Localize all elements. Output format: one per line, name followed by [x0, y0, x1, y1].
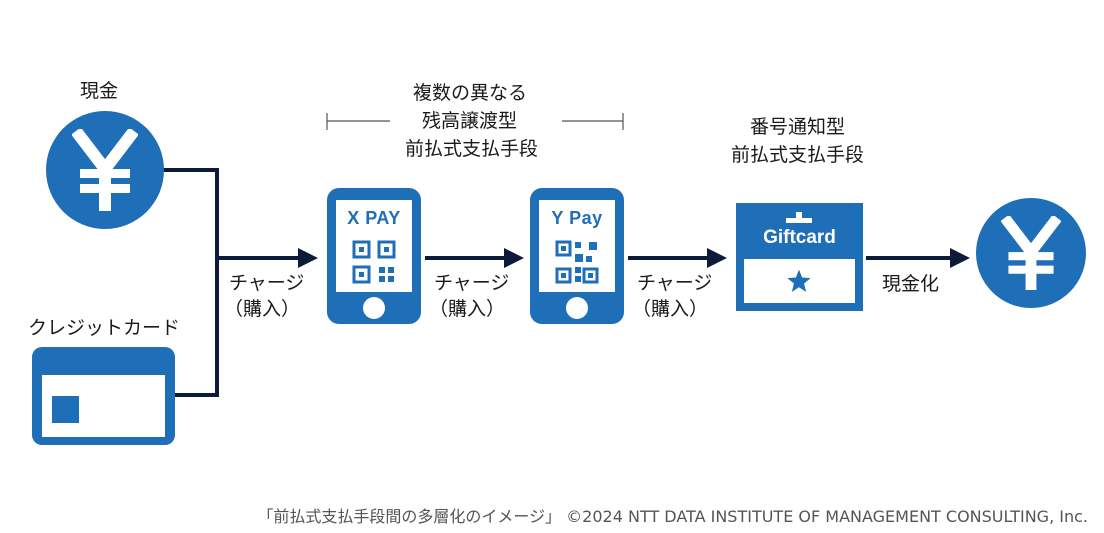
cashout-yen-circle — [976, 198, 1086, 308]
charge-label-1-line2: （購入） — [224, 298, 301, 320]
cash-connector — [162, 168, 219, 258]
multi-layer-label-line2: 残高譲渡型 — [422, 110, 518, 132]
multi-layer-label-line3: 前払式支払手段 — [405, 138, 539, 160]
card-connector — [175, 258, 219, 397]
ypay-title: Y Pay — [551, 208, 603, 228]
gift-card-icon: Giftcard — [736, 203, 863, 311]
qr-code-icon — [352, 240, 396, 284]
xpay-home-button — [363, 297, 385, 319]
ypay-screen: Y Pay — [539, 200, 615, 292]
card-face — [42, 375, 165, 437]
credit-card-icon — [32, 347, 175, 445]
charge-label-2-line1: チャージ — [434, 272, 510, 294]
number-type-label-line2: 前払式支払手段 — [731, 144, 865, 166]
giftcard-title: Giftcard — [763, 227, 836, 248]
gift-bow-icon — [786, 212, 812, 223]
charge-label-3-line2: （購入） — [632, 298, 709, 320]
ypay-phone-icon: Y Pay — [530, 188, 624, 324]
multi-layer-label-line1: 複数の異なる — [413, 82, 528, 104]
charge-label-2-line2: （購入） — [429, 298, 506, 320]
figure-caption: 「前払式支払手段間の多層化のイメージ」 ©2024 NTT DATA INSTI… — [257, 507, 1088, 526]
xpay-title: X PAY — [347, 208, 401, 228]
ypay-home-button — [566, 297, 588, 319]
yen-icon — [1001, 216, 1061, 290]
xpay-phone-icon: X PAY — [327, 188, 421, 324]
xpay-screen: X PAY — [336, 200, 412, 292]
card-chip — [52, 396, 79, 423]
giftcard-panel — [744, 259, 855, 303]
cashout-label: 現金化 — [882, 273, 940, 295]
charge-label-3-line1: チャージ — [637, 272, 713, 294]
cash-label: 現金 — [80, 80, 119, 102]
yen-icon — [72, 129, 138, 211]
bracket — [326, 113, 624, 130]
credit-card-label: クレジットカード — [28, 317, 181, 339]
charge-label-1-line1: チャージ — [229, 272, 305, 294]
cash-yen-circle — [46, 111, 164, 229]
qr-code-icon — [555, 240, 599, 284]
number-type-label-line1: 番号通知型 — [750, 116, 846, 138]
star-icon — [787, 269, 811, 292]
